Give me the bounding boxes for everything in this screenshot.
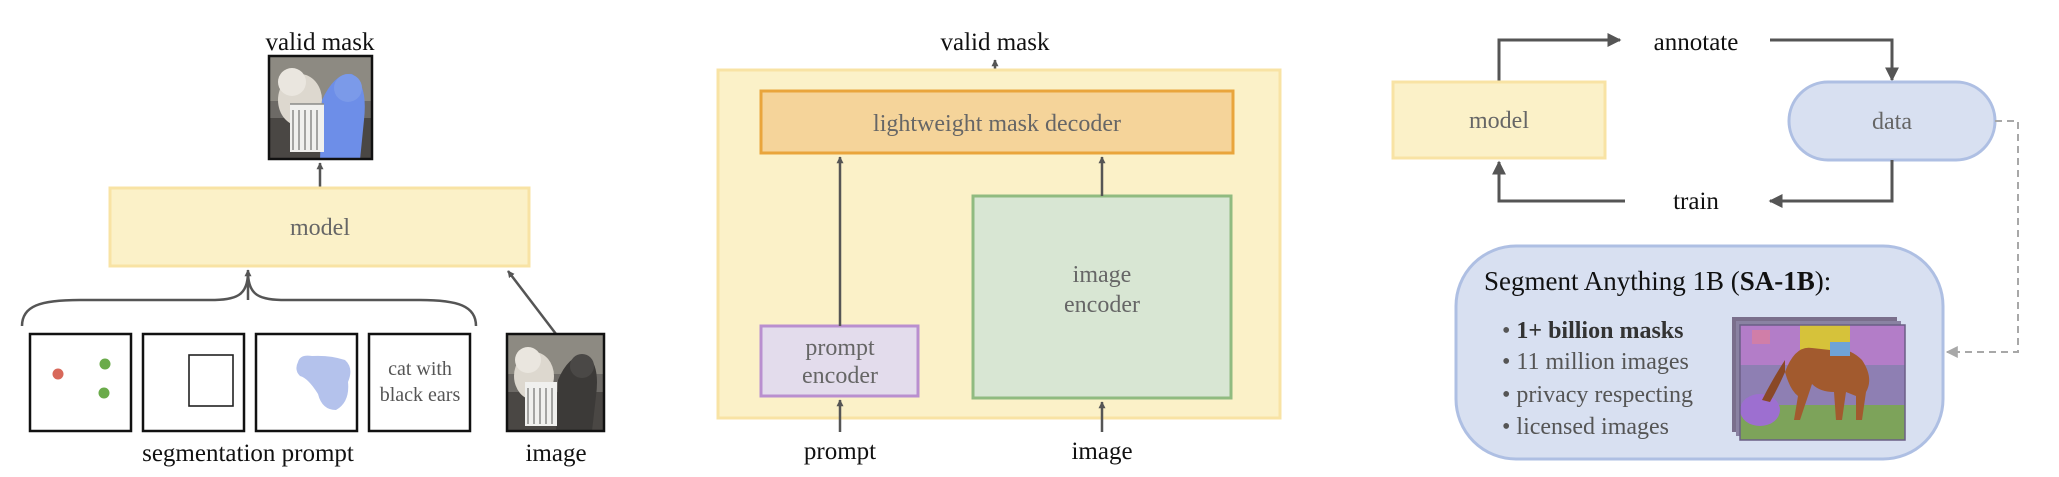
positive-point [98,387,110,399]
prompt-text-line-1: cat with [388,358,452,380]
arrow-image-to-model [507,270,557,335]
panel-a-model-box [108,186,531,268]
panel-c: annotate model data train Segment Anythi… [1391,29,2019,461]
prompt-text-line-2: black ears [380,384,461,406]
image-encoder-label-line-2: encoder [1064,292,1140,318]
image-caption: image [525,440,586,467]
dashed-arrow-data-to-dataset [1945,120,2019,358]
panel-b-output-label: valid mask [940,29,1050,56]
mask-decoder-label: lightweight mask decoder [873,111,1121,137]
data-label: data [1872,109,1912,135]
prompt-input-label: prompt [804,438,876,465]
cat-mask-image-frame [267,54,374,161]
input-cat-image-frame [505,332,606,433]
image-encoder-box [971,194,1233,400]
arrow-annotate-to-data [1770,38,1899,82]
prompt-text-box: cat with black ears [367,332,472,433]
train-label: train [1673,188,1719,215]
negative-point [52,368,64,380]
bounding-box-prompt [188,354,234,407]
prompt-mask-box [254,332,359,433]
positive-point [99,358,111,370]
prompt-encoder-box [759,324,920,398]
panel-c-model-label: model [1469,108,1529,134]
bullet-4: • licensed images [1502,414,1669,440]
cat-mask-image [269,56,372,159]
panel-b: valid mask lightweight mask decoder imag… [716,29,1282,465]
horse-image [1740,325,1905,440]
image-input-label: image [1071,438,1132,465]
prompt-encoder-label-line-2: encoder [802,363,878,389]
arrow-model-to-annotate [1497,33,1622,82]
arrow-train-to-model [1492,160,1625,203]
prompt-box-box [141,332,246,433]
panel-c-model-box [1391,80,1607,160]
mask-prompt-blob [296,355,351,410]
bullet-3: • privacy respecting [1502,382,1693,408]
panel-a-model-label: model [290,215,350,241]
bullet-1: • 1+ billion masks [1502,318,1683,344]
arrow-data-to-train [1768,160,1894,208]
input-cat-image [507,334,604,431]
bullet-2: • 11 million images [1502,349,1689,375]
dataset-image-stack [1732,317,1906,441]
dataset-bullets: • 1+ billion masks • 11 million images •… [1502,318,1693,440]
panel-a-output-label: valid mask [265,29,375,56]
panel-a: valid mask model [20,29,606,467]
image-encoder-label-line-1: image [1073,262,1132,288]
prompt-encoder-label-line-1: prompt [805,335,875,361]
prompt-points-box [28,332,133,433]
prompts-caption: segmentation prompt [142,440,354,467]
dataset-title: Segment Anything 1B (SA-1B): [1484,266,1831,296]
annotate-label: annotate [1654,29,1739,56]
mask-decoder-box [759,89,1235,155]
